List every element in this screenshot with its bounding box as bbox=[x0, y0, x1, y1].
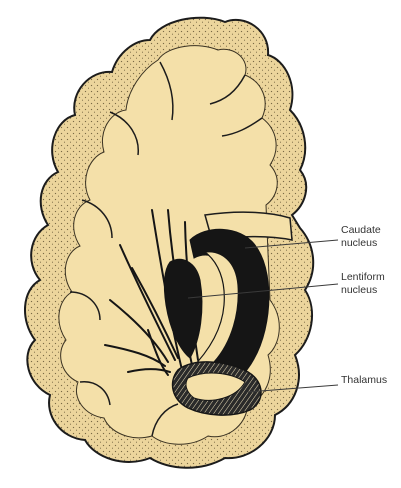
caudate-nucleus-label: Caudate nucleus bbox=[341, 224, 381, 250]
lentiform-nucleus-label: Lentiform nucleus bbox=[341, 271, 385, 297]
thalamus-label: Thalamus bbox=[341, 374, 387, 387]
caudate-label-line2: nucleus bbox=[341, 237, 381, 250]
thalamus-label-text: Thalamus bbox=[341, 374, 387, 387]
lentiform-label-line1: Lentiform bbox=[341, 271, 385, 284]
caudate-label-line1: Caudate bbox=[341, 224, 381, 237]
lentiform-label-line2: nucleus bbox=[341, 284, 385, 297]
